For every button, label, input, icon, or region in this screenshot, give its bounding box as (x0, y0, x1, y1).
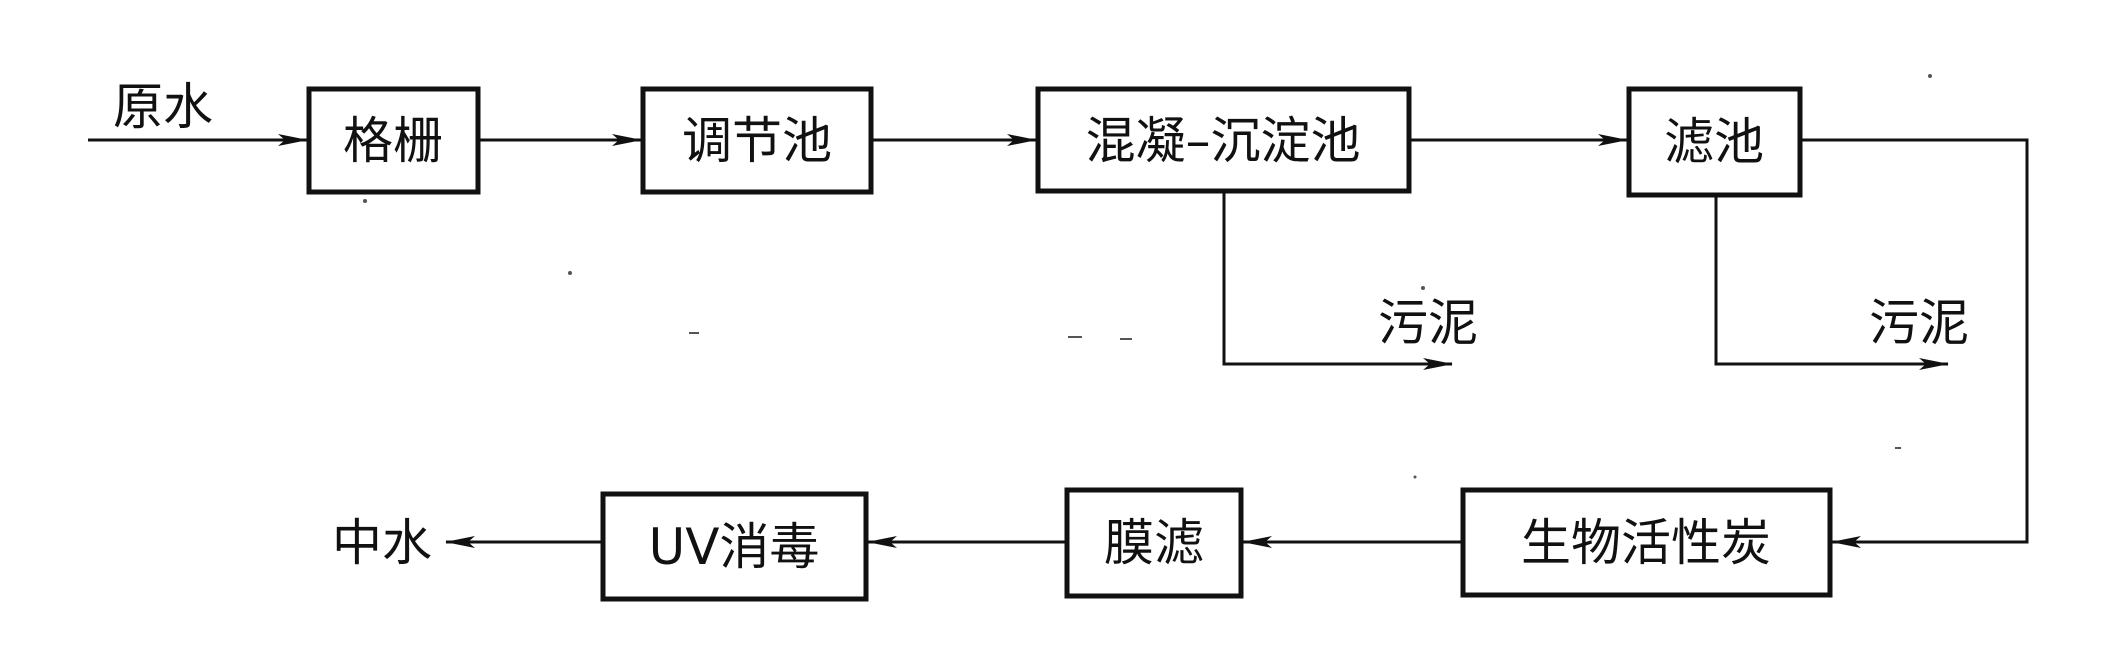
node-coagulation-sedimentation-tank: 混凝–沉淀池 (1035, 86, 1412, 194)
node-grille: 格栅 (306, 86, 481, 195)
output-label-reclaimed-water: 中水 (332, 514, 432, 572)
node-membrane-filtration-label: 膜滤 (1104, 514, 1204, 572)
arrow-filter-tank-to-biological-activated-carbon (1800, 138, 2029, 548)
node-regulating-tank: 调节池 (640, 86, 874, 195)
sludge-label-coagulation: 污泥 (1378, 294, 1478, 352)
node-regulating-tank-label: 调节池 (682, 112, 832, 170)
arrow-sludge-from-filter-tank (1714, 195, 1949, 370)
node-coagulation-sedimentation-tank-label: 混凝–沉淀池 (1086, 112, 1361, 170)
scan-specks (363, 74, 1932, 479)
node-biological-activated-carbon: 生物活性炭 (1460, 487, 1833, 598)
node-filter-tank: 滤池 (1626, 86, 1803, 198)
node-uv-disinfection-label: UV消毒 (649, 518, 820, 576)
node-biological-activated-carbon-label: 生物活性炭 (1521, 514, 1771, 572)
node-uv-disinfection: UV消毒 (600, 491, 869, 602)
input-label-raw-water: 原水 (113, 78, 213, 136)
node-filter-tank-label: 滤池 (1664, 113, 1764, 171)
node-membrane-filtration: 膜滤 (1064, 487, 1244, 599)
sludge-label-filter: 污泥 (1869, 294, 1969, 352)
node-grille-label: 格栅 (343, 112, 443, 170)
arrow-sludge-from-coagulation-sedimentation-tank (1222, 191, 1453, 370)
